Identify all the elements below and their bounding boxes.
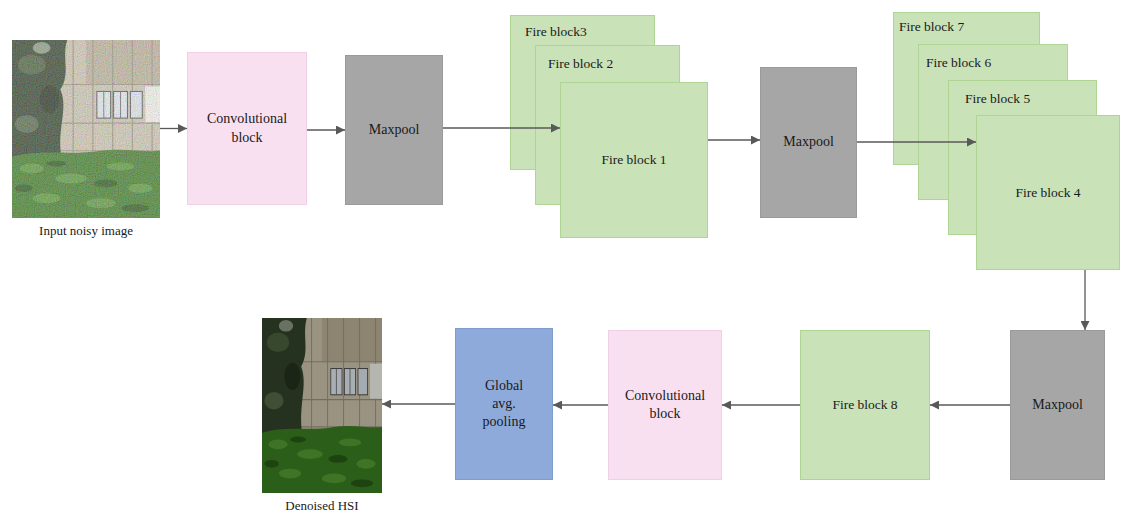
fire-block: Fire block 4 — [976, 115, 1120, 270]
flow-arrow — [160, 128, 187, 129]
flow-arrow — [553, 404, 608, 405]
convolutional-block: Convolutional block — [608, 330, 722, 480]
image-caption: Denoised HSI — [285, 498, 358, 514]
image-caption: Input noisy image — [39, 223, 133, 239]
block-label: Convolutional block — [617, 387, 713, 423]
block-label: Fire block 5 — [965, 90, 1030, 108]
block-label: Maxpool — [369, 121, 420, 139]
fire-block: Fire block 8 — [800, 330, 930, 480]
flow-arrow — [443, 127, 560, 128]
noisy-photo — [12, 40, 160, 218]
pooling-block: Global avg. pooling — [455, 328, 553, 480]
convolutional-block: Convolutional block — [187, 52, 307, 205]
flow-arrow — [382, 403, 455, 404]
denoised-photo — [262, 318, 382, 493]
maxpool-block: Maxpool — [1010, 330, 1105, 480]
block-label: Maxpool — [783, 133, 834, 151]
block-label: Global avg. pooling — [473, 377, 535, 432]
input-image-panel: Input noisy image — [12, 40, 160, 218]
block-label: Fire block3 — [525, 23, 587, 41]
flow-arrow — [722, 404, 800, 405]
block-label: Fire block 1 — [601, 151, 666, 169]
flow-arrow — [930, 404, 1010, 405]
output-image-panel: Denoised HSI — [262, 318, 382, 493]
block-label: Fire block 7 — [899, 18, 964, 36]
flow-arrow — [1084, 270, 1085, 330]
maxpool-block: Maxpool — [345, 55, 443, 205]
flow-arrow — [857, 141, 976, 142]
flow-arrow — [307, 129, 345, 130]
maxpool-block: Maxpool — [760, 67, 857, 218]
block-label: Fire block 6 — [926, 54, 991, 72]
block-label: Maxpool — [1032, 396, 1083, 414]
block-label: Fire block 4 — [1015, 184, 1080, 202]
flow-arrow — [708, 139, 760, 140]
fire-block: Fire block 1 — [560, 82, 708, 238]
block-label: Fire block 2 — [548, 55, 613, 73]
block-label: Convolutional block — [199, 110, 295, 146]
block-label: Fire block 8 — [832, 396, 897, 414]
